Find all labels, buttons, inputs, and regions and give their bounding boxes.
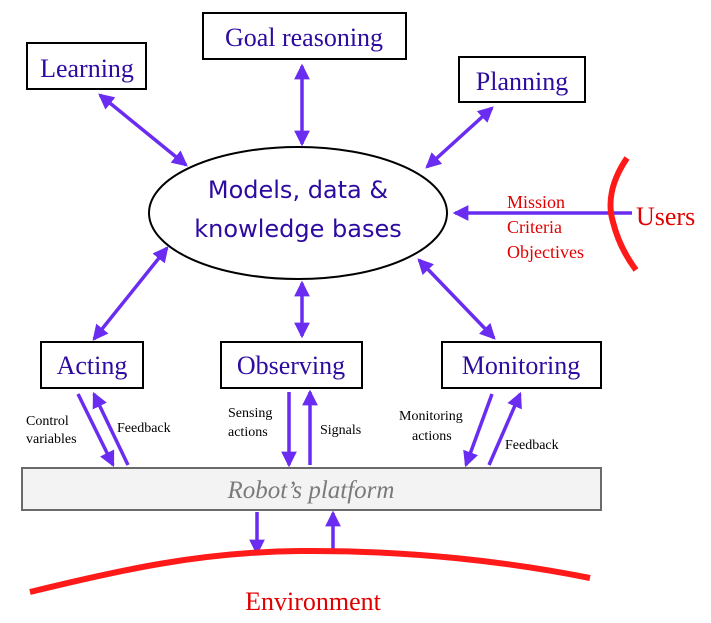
knowledge-base-node: Models, data & knowledge bases bbox=[148, 146, 448, 280]
arrow-learning-knowledge bbox=[98, 93, 188, 167]
learning-node: Learning bbox=[26, 42, 147, 90]
label-sensing: Sensing bbox=[228, 406, 272, 421]
label-variables: variables bbox=[26, 432, 77, 447]
observing-node: Observing bbox=[220, 341, 363, 389]
label-monitoring: Monitoring bbox=[399, 409, 463, 424]
label-acting-feedback: Feedback bbox=[117, 421, 171, 436]
arrow-acting-control bbox=[76, 393, 115, 468]
label-sensing-actions: actions bbox=[228, 425, 268, 440]
knowledge-base-line-2: knowledge bases bbox=[194, 215, 401, 243]
environment-links bbox=[249, 510, 341, 556]
planning-node: Planning bbox=[458, 56, 586, 103]
users-label: Users bbox=[636, 202, 695, 231]
acting-platform-links bbox=[76, 391, 130, 468]
arrow-knowledge-monitoring bbox=[417, 258, 496, 340]
arrow-monitoring-actions bbox=[463, 393, 494, 468]
label-signals: Signals bbox=[320, 423, 361, 438]
monitoring-label: Monitoring bbox=[462, 351, 580, 380]
environment-label: Environment bbox=[245, 587, 382, 616]
label-monitoring-actions: actions bbox=[412, 429, 452, 444]
robot-platform-node: Robot’s platform bbox=[21, 467, 602, 511]
arrow-acting-feedback bbox=[92, 391, 130, 466]
monitoring-node: Monitoring bbox=[441, 341, 602, 389]
users-input-criteria: Criteria bbox=[507, 217, 562, 237]
label-monitoring-feedback: Feedback bbox=[505, 438, 559, 453]
goal-reasoning-label: Goal reasoning bbox=[225, 23, 383, 52]
users-bracket bbox=[607, 156, 639, 272]
observing-platform-links bbox=[281, 389, 318, 468]
users-input-mission: Mission bbox=[507, 192, 565, 212]
learning-label: Learning bbox=[40, 54, 134, 83]
goal-reasoning-node: Goal reasoning bbox=[202, 12, 407, 60]
users-input-objectives: Objectives bbox=[507, 242, 584, 262]
acting-node: Acting bbox=[40, 341, 144, 389]
planning-label: Planning bbox=[476, 67, 568, 96]
arrow-knowledge-acting bbox=[92, 246, 169, 341]
environment-curve bbox=[29, 547, 591, 595]
acting-label: Acting bbox=[57, 351, 128, 380]
arrow-monitoring-feedback bbox=[487, 391, 522, 466]
robot-platform-label: Robot’s platform bbox=[227, 477, 395, 504]
observing-label: Observing bbox=[237, 351, 345, 380]
knowledge-base-line-1: Models, data & bbox=[208, 176, 388, 204]
knowledge-links bbox=[92, 63, 496, 341]
monitoring-platform-links bbox=[463, 391, 522, 468]
label-control: Control bbox=[26, 414, 69, 429]
arrow-planning-knowledge bbox=[425, 106, 494, 169]
